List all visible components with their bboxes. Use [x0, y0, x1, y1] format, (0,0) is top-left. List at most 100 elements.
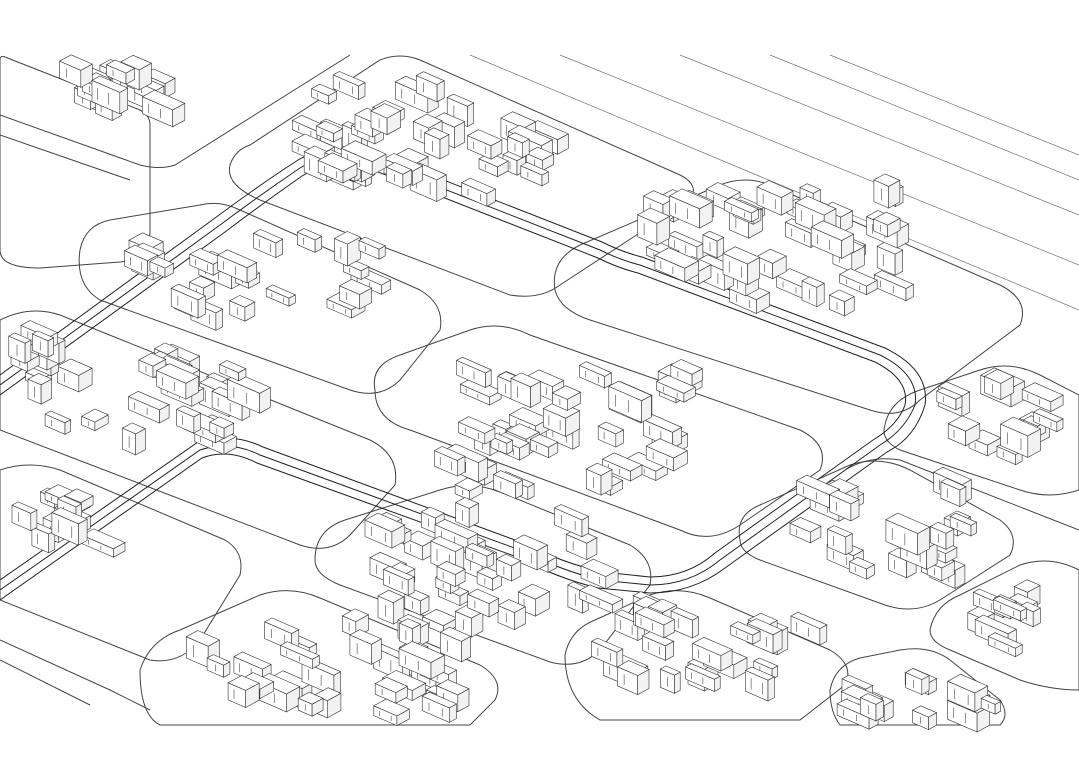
building-roof [229, 295, 256, 308]
building-roof [992, 595, 1028, 612]
building-roof [873, 270, 915, 289]
road-lane [559, 54, 1079, 266]
building [31, 330, 55, 358]
building [385, 162, 413, 189]
building-clusters [8, 54, 1064, 733]
building-roof [529, 433, 559, 448]
building-roof [1019, 601, 1042, 613]
building [252, 229, 284, 259]
building [730, 621, 761, 645]
building [949, 512, 978, 537]
building [876, 241, 904, 276]
block-outline [78, 202, 442, 394]
building [756, 248, 787, 280]
building [398, 618, 422, 648]
block-outline [0, 55, 151, 269]
building [373, 698, 410, 727]
building-roof [1032, 408, 1064, 423]
building-face-side [692, 616, 699, 639]
building [1032, 408, 1064, 433]
building-roof [149, 256, 175, 269]
building-roof [265, 284, 296, 299]
building-roof [467, 588, 500, 604]
building-roof [127, 390, 170, 411]
building-roof [8, 332, 32, 344]
building-roof [141, 89, 186, 111]
building-roof [987, 632, 1023, 649]
building-roof [358, 236, 386, 250]
building-roof [753, 657, 779, 670]
building [206, 654, 231, 678]
building-roof [1013, 579, 1041, 593]
building-roof [382, 670, 427, 691]
building [141, 89, 186, 128]
building-roof [219, 360, 247, 374]
building [422, 608, 458, 635]
building-roof [11, 501, 38, 514]
building [229, 295, 256, 322]
building-roof [459, 377, 502, 398]
building-roof [252, 229, 284, 244]
building [670, 607, 700, 639]
road-lane [769, 54, 1079, 181]
building-roof [279, 641, 320, 660]
building-roof [810, 220, 855, 241]
building-roof [670, 359, 704, 375]
building-roof [723, 197, 760, 214]
building-roof [685, 663, 721, 680]
building-roof [744, 666, 775, 681]
building [149, 256, 175, 279]
building-roof [520, 161, 549, 176]
building [311, 83, 338, 105]
building [873, 173, 901, 209]
building-roof [446, 443, 489, 463]
building [364, 512, 406, 549]
building [317, 152, 358, 184]
building-roof [746, 618, 783, 636]
building-roof [826, 525, 853, 538]
block-outline [373, 325, 823, 537]
block-outline [738, 460, 1014, 610]
building [507, 132, 530, 159]
building-roof [668, 188, 713, 210]
building [578, 361, 613, 389]
building [455, 497, 480, 529]
building-roof [873, 211, 901, 226]
building-roof [398, 640, 446, 663]
building [826, 525, 853, 556]
building [127, 390, 170, 424]
building [810, 220, 855, 259]
building [987, 632, 1023, 658]
building [497, 599, 526, 631]
building [980, 694, 1002, 715]
building [439, 626, 472, 663]
building [992, 595, 1028, 622]
building-roof [412, 113, 443, 129]
building-roof [799, 183, 821, 194]
road-edge [844, 458, 1079, 531]
building-roof [608, 380, 653, 402]
building-roof [659, 665, 681, 676]
building-roof [936, 387, 963, 400]
building-roof [601, 452, 643, 472]
building-face-side [467, 102, 474, 128]
building-roof [382, 565, 415, 581]
building-roof [642, 190, 674, 205]
building-roof [641, 630, 675, 647]
building-roof [828, 489, 860, 505]
building [659, 665, 681, 694]
building-roof [80, 408, 109, 423]
building [590, 637, 624, 668]
building-roof [848, 556, 876, 570]
building [578, 584, 624, 614]
building-roof [188, 275, 216, 289]
building-roof [421, 691, 458, 709]
building-roof [597, 421, 625, 435]
building-roof [51, 507, 88, 525]
building-roof [44, 410, 72, 424]
building-roof [433, 446, 466, 461]
building [947, 415, 981, 447]
building [668, 188, 713, 229]
building [670, 359, 704, 387]
